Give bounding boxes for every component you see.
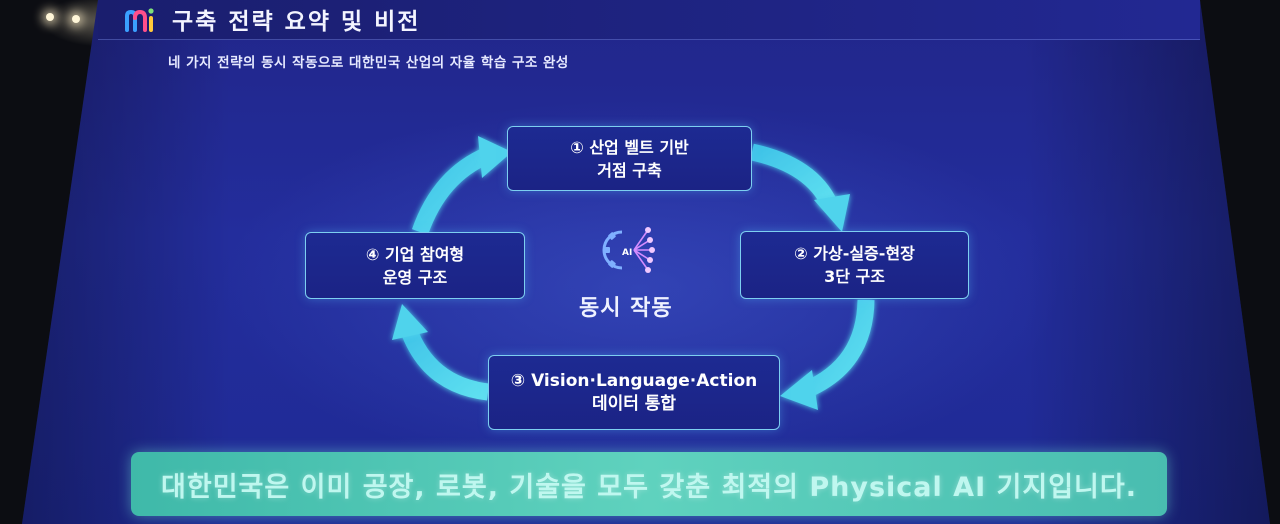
step-4-box: ④ 기업 참여형 운영 구조 [305,232,525,299]
step-4-line1: ④ 기업 참여형 [365,244,465,264]
title-bar [98,0,1200,40]
arrow-4-to-1 [411,147,492,235]
ai-icon-label: AI [622,248,632,258]
arrow-3-to-4 [399,324,490,401]
arrow-1-to-2 [750,143,838,209]
step-3-line2: 데이터 통합 [591,393,677,414]
step-3-line1: ③ Vision·Language·Action [510,370,758,391]
ceiling-light [72,15,80,23]
page-subtitle: 네 가지 전략의 동시 작동으로 대한민국 산업의 자율 학습 구조 완성 [168,55,569,71]
arrowhead-2-to-3 [780,370,818,410]
step-1-line2: 거점 구축 [597,160,662,180]
step-2-line2: 3단 구조 [824,267,885,286]
arrow-2-to-3 [802,299,875,398]
step-1-box: ① 산업 벨트 기반 거점 구축 [507,126,752,191]
step-4-line2: 운영 구조 [382,267,448,287]
step-3-box: ③ Vision·Language·Action 데이터 통합 [488,355,780,430]
brand-logo-icon [125,8,154,32]
step-2-line1: ② 가상-실증-현장 [794,244,915,263]
arrowhead-3-to-4 [392,304,428,340]
ceiling-light [46,13,54,21]
step-2-box: ② 가상-실증-현장 3단 구조 [740,231,969,299]
vision-banner-text: 대한민국은 이미 공장, 로봇, 기술을 모두 갖춘 최적의 Physical … [161,471,1137,503]
vision-banner: 대한민국은 이미 공장, 로봇, 기술을 모두 갖춘 최적의 Physical … [131,452,1167,516]
center-label: 동시 작동 [579,296,673,321]
ai-gear-network-icon: AI [602,227,655,273]
page-title: 구축 전략 요약 및 비전 [172,9,421,35]
arrowhead-4-to-1 [478,136,512,178]
step-1-line1: ① 산업 벨트 기반 [570,137,689,157]
arrowhead-1-to-2 [814,194,850,232]
